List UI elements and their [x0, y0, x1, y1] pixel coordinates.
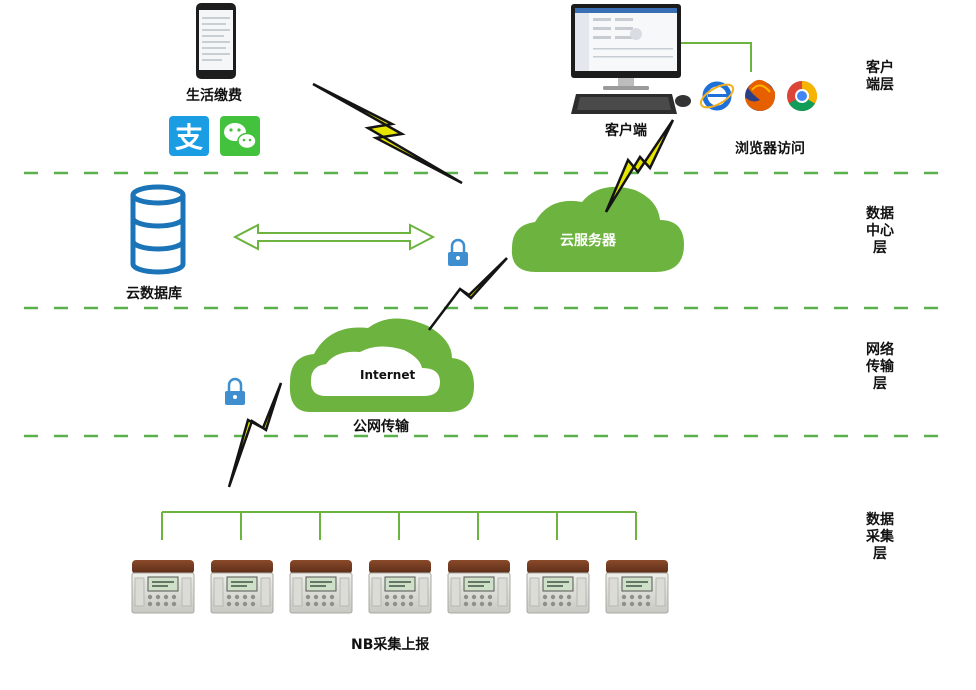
meter-icon [605, 560, 669, 614]
lightning-icon [604, 119, 675, 213]
public-net-label: 公网传输 [353, 419, 409, 435]
browser-access-label: 浏览器访问 [735, 141, 805, 157]
lightning-icon [428, 257, 508, 331]
lock-icon [448, 238, 468, 266]
firefox-icon [745, 79, 776, 111]
layer-label-collect: 数据采集层 [866, 512, 894, 562]
wechat-icon [220, 116, 260, 156]
meter-icon [289, 560, 353, 614]
alipay-icon: 支 [169, 116, 209, 156]
meter-icon [526, 560, 590, 614]
monitor-icon [571, 4, 681, 90]
chrome-icon [787, 80, 818, 112]
meters [131, 560, 669, 614]
lightning-bolts [227, 82, 675, 488]
cloud-db-label: 云数据库 [126, 286, 182, 302]
meter-icon [210, 560, 274, 614]
meter-bus-lines [161, 511, 637, 540]
svg-text:支: 支 [175, 121, 203, 154]
lightning-icon [312, 82, 463, 185]
meter-icon [131, 560, 195, 614]
lightning-icon [227, 382, 283, 488]
meter-icon [368, 560, 432, 614]
layer-label-network: 网络传输层 [866, 342, 894, 392]
db-server-sync-arrow [232, 223, 436, 251]
nb-report-label: NB采集上报 [351, 637, 430, 653]
client-label: 客户端 [605, 123, 647, 139]
layer-separators [24, 171, 945, 438]
layer-label-data-center: 数据中心层 [866, 206, 894, 256]
internet-cloud-shape [289, 318, 474, 412]
mouse-icon [675, 95, 691, 107]
layer-label-client: 客户端层 [866, 60, 894, 93]
database-icon [130, 184, 186, 275]
lock-icon [225, 377, 245, 405]
phone-payment-label: 生活缴费 [186, 88, 242, 104]
internet-label: Internet [360, 368, 416, 382]
meter-icon [447, 560, 511, 614]
ie-icon [699, 81, 735, 111]
cloud-server-shape [511, 186, 684, 272]
client-browser-connector [681, 42, 752, 72]
phone-icon [196, 3, 236, 79]
keyboard-icon [571, 94, 677, 114]
cloud-server-label: 云服务器 [560, 233, 616, 249]
